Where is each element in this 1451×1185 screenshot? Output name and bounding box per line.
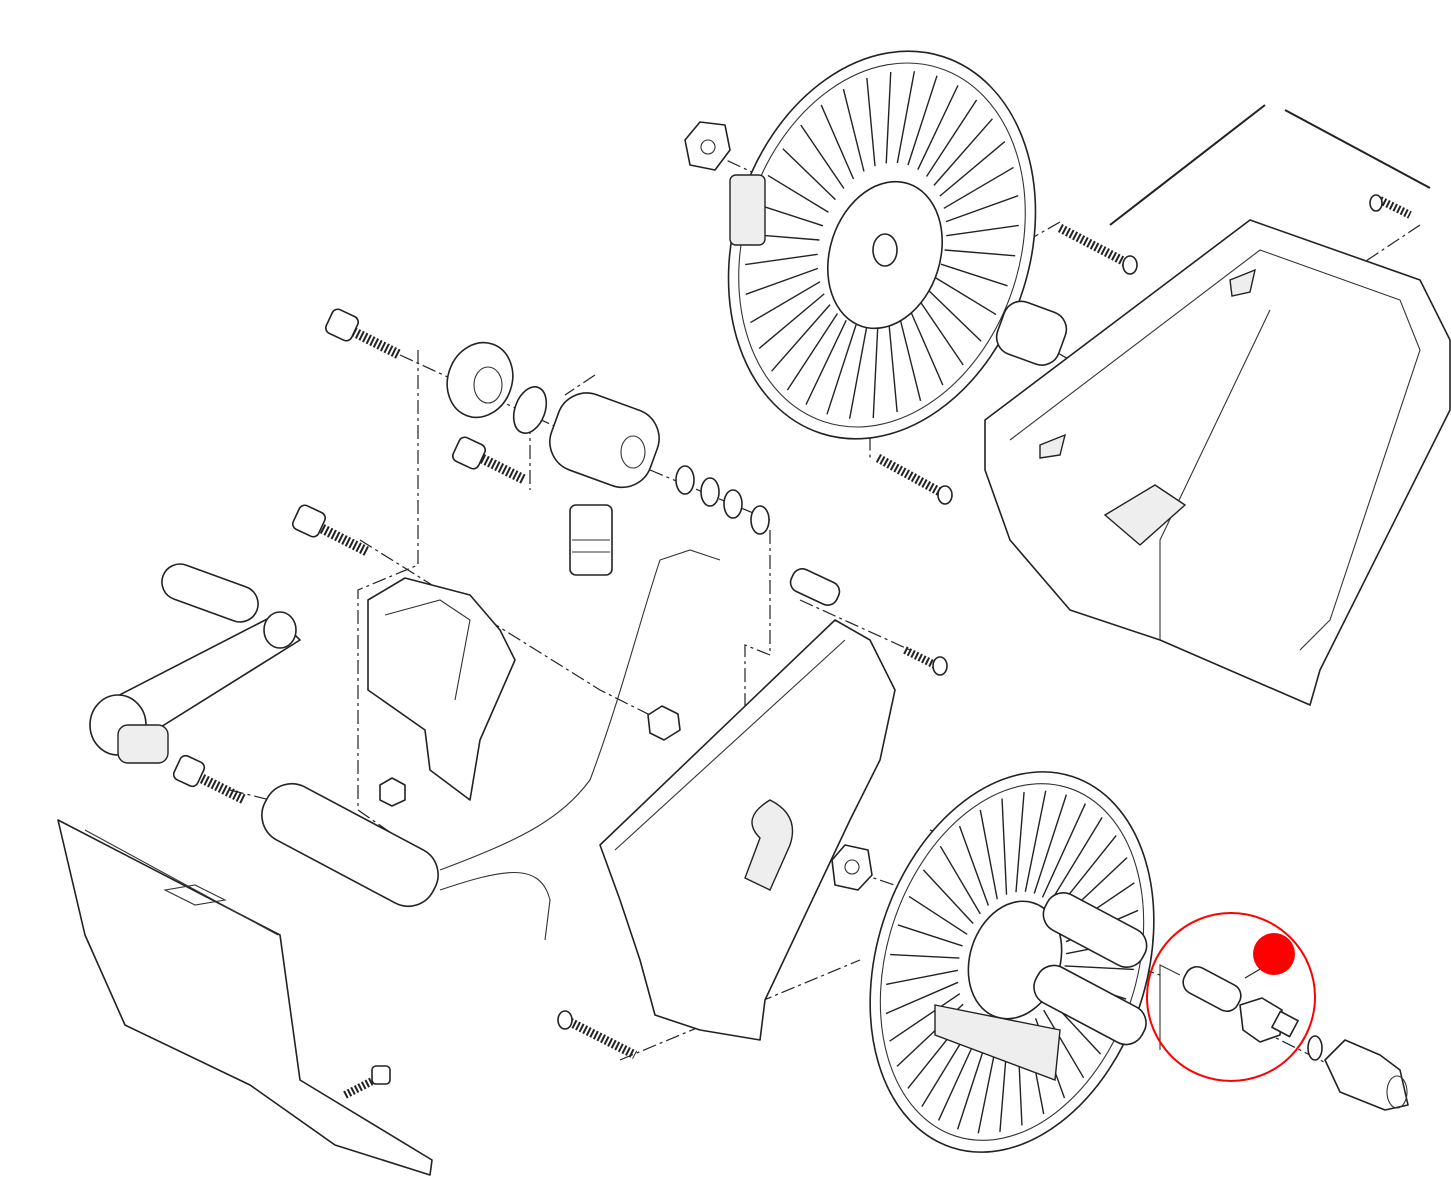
bearing-flange [446, 341, 514, 419]
spoke [899, 318, 922, 402]
spoke [767, 174, 829, 213]
spoke [745, 253, 818, 266]
screw-right-corner [1369, 194, 1412, 219]
bolt-1 [324, 308, 403, 360]
spoke [782, 148, 836, 201]
snap-ring [512, 386, 548, 434]
mounting-bracket [367, 577, 516, 801]
spoke [946, 224, 1019, 237]
highlight-circle [1146, 912, 1316, 1082]
cover-strips [1109, 104, 1431, 226]
bushing [549, 392, 660, 489]
spoke [890, 953, 960, 959]
spoke [1064, 965, 1134, 971]
spoke [1001, 798, 1008, 895]
o-ring-small [1307, 1035, 1323, 1061]
spoke [1024, 790, 1047, 892]
spoke [889, 993, 961, 1042]
spoke [907, 75, 938, 166]
screw-top-right [1057, 224, 1138, 275]
bolt-crank [172, 754, 248, 805]
spoke [928, 289, 982, 342]
spoke [786, 313, 839, 391]
screw-top-bottom [875, 454, 953, 505]
spoke [922, 869, 974, 924]
spoke [1041, 803, 1087, 898]
spoke [1015, 791, 1025, 893]
highlight-marker[interactable] [1244, 933, 1295, 979]
hex-nut-bottom [831, 844, 873, 891]
reel-spindle-lower [1033, 964, 1147, 1046]
spoke [933, 118, 993, 186]
axle-shaft [261, 782, 439, 908]
spoke [909, 310, 944, 386]
spoke [800, 124, 845, 189]
flange-nut-small [379, 777, 406, 807]
spoke [885, 981, 959, 1015]
spoke [939, 845, 981, 915]
o-rings [675, 465, 770, 535]
spoke [842, 88, 865, 172]
spoke [897, 924, 963, 947]
spoke [756, 203, 824, 227]
post-center [789, 568, 841, 606]
bolt-3 [291, 504, 371, 557]
spoke [888, 323, 898, 413]
reel-disc-top-spokes [745, 71, 1019, 419]
spoke [896, 71, 916, 164]
frame-outline [439, 549, 721, 941]
spoke [820, 104, 855, 180]
reel-disc-top [727, 50, 1037, 440]
spoke [935, 277, 997, 316]
spoke [943, 166, 1014, 209]
spoke [944, 249, 1016, 257]
spoke [917, 85, 959, 170]
screw-center-right [903, 646, 948, 676]
spoke [979, 809, 998, 900]
hex-nut-top [684, 121, 731, 171]
spoke [919, 301, 964, 366]
threaded-fitting [569, 504, 613, 576]
spoke [745, 267, 819, 295]
crank-handle [89, 563, 301, 764]
spoke [958, 825, 990, 906]
cover-plate [57, 819, 433, 1176]
keyhole-slot [744, 799, 794, 891]
spoke [771, 304, 831, 372]
spoke [885, 71, 892, 164]
reel-hub-hole [872, 233, 898, 267]
spoke [866, 77, 876, 167]
spoke [758, 293, 825, 349]
screw-bottom-left [557, 1010, 638, 1060]
spoke [848, 326, 868, 419]
valve-cartridge [1159, 964, 1299, 1050]
hub-bearing-top [729, 174, 766, 246]
spoke [750, 281, 821, 324]
reel-disc-bottom [869, 771, 1155, 1153]
spoke [945, 195, 1019, 223]
housing-center [599, 619, 896, 1041]
flange-nut-center [647, 705, 681, 741]
spoke [872, 326, 879, 419]
spoke [826, 324, 857, 415]
spoke [805, 320, 847, 405]
spoke [939, 141, 1006, 197]
reel-crossbar [934, 1004, 1061, 1081]
reel-spindle-upper [1042, 892, 1148, 968]
hose-connector [1324, 1039, 1409, 1111]
spoke [1043, 1009, 1085, 1079]
spoke [1049, 817, 1103, 904]
spoke [925, 99, 978, 177]
spoke [886, 969, 959, 986]
spoke [908, 895, 968, 935]
bolt-cover [343, 1065, 391, 1099]
housing-right [984, 219, 1451, 706]
spoke [1033, 794, 1068, 894]
fitting-top [995, 300, 1068, 366]
spoke [940, 263, 1008, 287]
bolt-2 [451, 436, 528, 485]
